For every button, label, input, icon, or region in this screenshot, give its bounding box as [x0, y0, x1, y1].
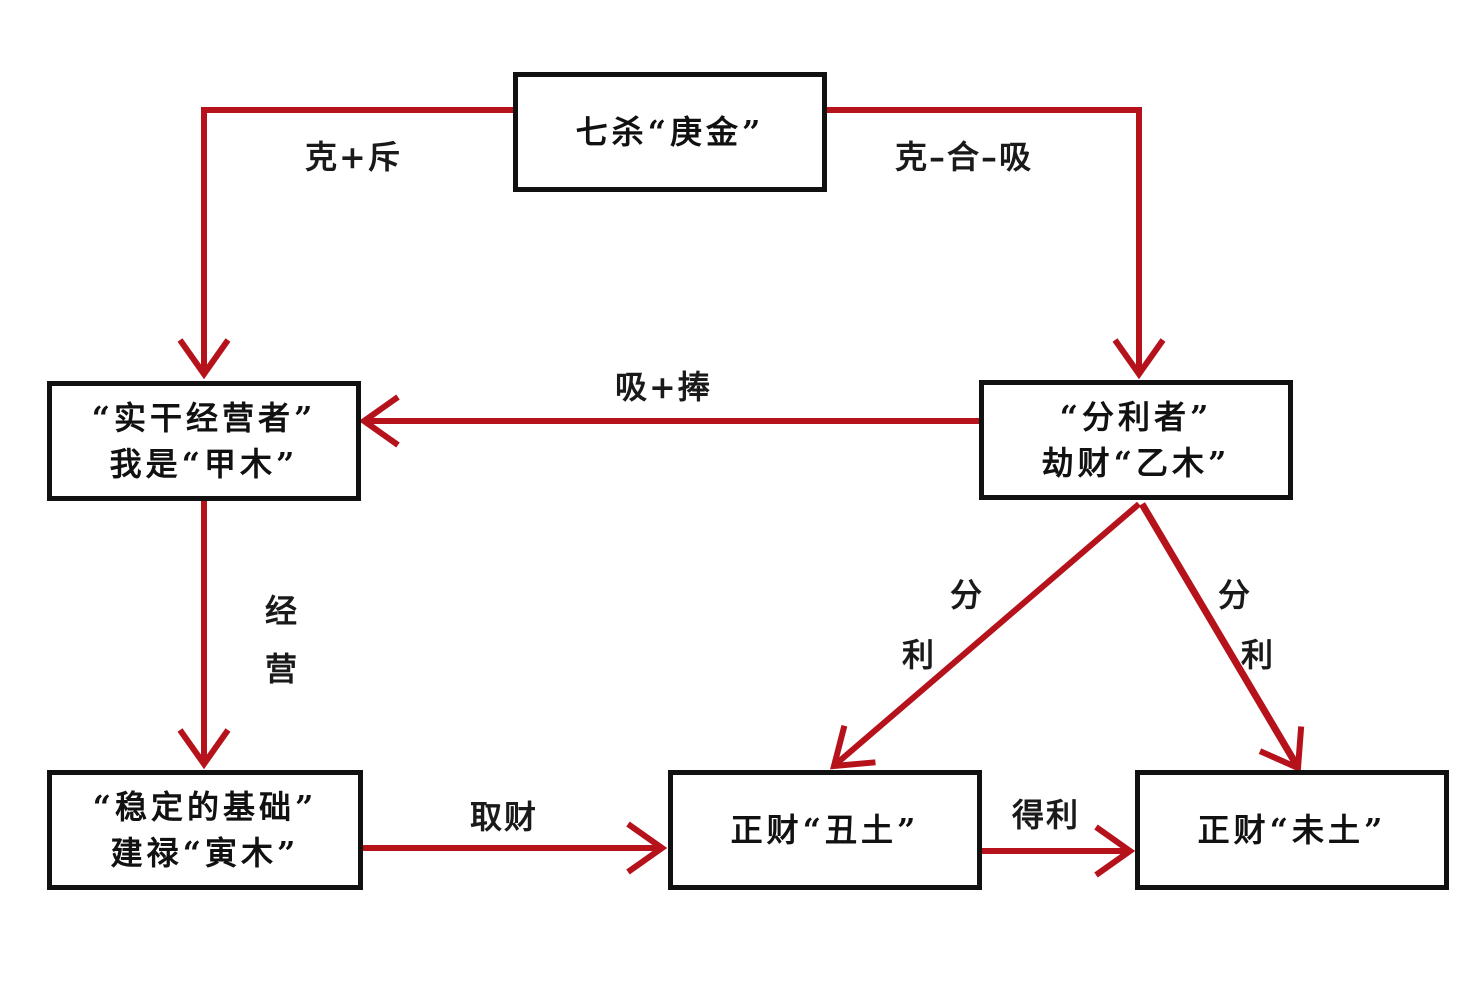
edge-label-qucai: 取财: [470, 798, 539, 836]
edge-label-li-left: 利: [902, 636, 937, 674]
edge-label-fen-left: 分: [950, 576, 985, 614]
node-yinmu-line-2: 建禄“寅木”: [110, 834, 300, 872]
arrow-qisha-to-yimu: [827, 107, 1142, 372]
arrow-qisha-to-jiamu: [201, 107, 513, 372]
arrows-group: [177, 107, 1305, 878]
node-weitu: 正财“未土”: [1135, 770, 1449, 890]
arrowhead-choutu-to-weitu: [1094, 824, 1136, 878]
edge-label-deli: 得利: [1012, 796, 1081, 834]
edge-label-jingying: 经营: [264, 592, 299, 688]
node-yimu-line-2: 劫财“乙木”: [1041, 444, 1231, 482]
node-qisha-gengjin: 七杀“庚金”: [513, 72, 827, 192]
edge-label-xi-peng: 吸+捧: [615, 368, 712, 406]
node-yimu-line-1: “分利者”: [1059, 397, 1213, 436]
arrow-yimu-to-choutu: [834, 501, 1141, 767]
edge-label-fen-right: 分: [1218, 576, 1253, 614]
node-yinmu: “稳定的基础” 建禄“寅木”: [47, 770, 363, 890]
arrowhead-yimu-to-weitu: [1258, 726, 1305, 773]
arrowhead-qisha-to-yimu: [1112, 338, 1166, 380]
arrowhead-yimu-to-jiamu: [358, 394, 400, 448]
edge-label-li-right: 利: [1241, 636, 1276, 674]
edge-label-ke-he-xi: 克–合–吸: [895, 138, 1034, 176]
node-jiamu-line-2: 我是“甲木”: [109, 445, 299, 483]
arrowhead-yimu-to-choutu: [830, 724, 876, 770]
node-jiamu: “实干经营者” 我是“甲木”: [47, 381, 361, 501]
arrow-yimu-to-weitu: [1138, 502, 1300, 766]
edge-label-ke-chi: 克+斥: [305, 138, 402, 176]
arrowhead-jiamu-to-yinmu: [177, 728, 231, 770]
node-choutu-line-1: 正财“丑土”: [730, 810, 920, 849]
node-qisha-line-1: 七杀“庚金”: [575, 112, 765, 151]
arrowhead-qisha-to-jiamu: [177, 338, 231, 380]
node-weitu-line-1: 正财“未土”: [1197, 810, 1387, 849]
node-jiamu-line-1: “实干经营者”: [91, 398, 317, 437]
arrowhead-yinmu-to-choutu: [626, 821, 668, 875]
node-yinmu-line-1: “稳定的基础”: [92, 787, 318, 826]
node-yimu: “分利者” 劫财“乙木”: [979, 380, 1293, 500]
node-choutu: 正财“丑土”: [668, 770, 982, 890]
